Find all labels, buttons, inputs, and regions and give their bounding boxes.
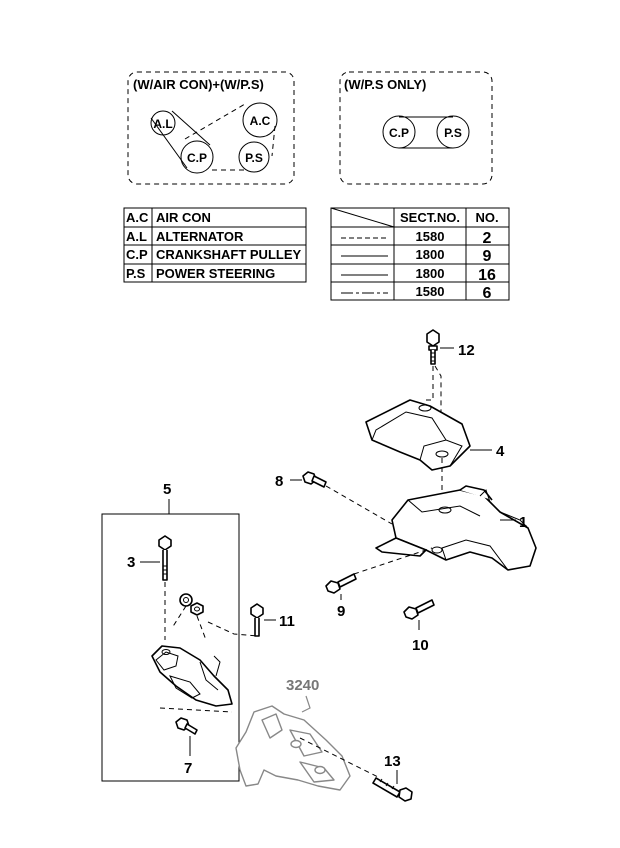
belt-segment	[184, 103, 246, 140]
belt-diagram-frame	[127, 71, 295, 185]
bolt-8-icon	[302, 471, 327, 488]
callout-13: 13	[384, 753, 401, 770]
legend-name: CRANKSHAFT PULLEY	[156, 247, 301, 262]
callout-12: 12	[458, 342, 475, 359]
callout-1: 1	[519, 514, 527, 531]
table-header: SECT.NO.	[400, 210, 460, 225]
engine-mount-bracket-1-icon	[375, 485, 537, 571]
pulley-circle	[382, 115, 416, 149]
belt-diagram-frame	[339, 71, 493, 185]
callout-4: 4	[496, 443, 505, 460]
legend-code: A.C	[126, 210, 149, 225]
callout-3: 3	[127, 554, 135, 571]
callout-9: 9	[337, 603, 345, 620]
callout-7: 7	[184, 760, 192, 777]
sub-assembly-frame	[101, 513, 240, 782]
section-number: 1800	[416, 266, 445, 281]
figure-number: 9	[483, 248, 492, 265]
figure-number: 6	[483, 285, 492, 302]
callout-11: 11	[279, 613, 295, 630]
bolt-13-icon	[372, 777, 413, 802]
pulley-label: A.L	[153, 117, 172, 131]
figure-number: 2	[483, 230, 492, 247]
pulley-circle	[180, 140, 214, 174]
callout-8: 8	[275, 473, 283, 490]
legend-code: A.L	[126, 229, 147, 244]
callout-5: 5	[163, 481, 171, 498]
nut-icon	[190, 602, 204, 616]
pulley-label: A.C	[250, 114, 271, 128]
belt-diagram-ps-only: (W/P.S ONLY) C.P P.S	[339, 71, 493, 185]
belt-segment	[171, 110, 211, 146]
section-number: 1800	[416, 247, 445, 262]
legend-name: ALTERNATOR	[156, 229, 244, 244]
bolt-10-icon	[403, 599, 435, 620]
belt-diagram-aircon-ps: (W/AIR CON)+(W/P.S) A.L A.C C.P P.S	[127, 71, 295, 185]
pulley-circle	[238, 141, 270, 173]
legend-code: P.S	[126, 266, 146, 281]
bolt-12-icon	[426, 329, 440, 365]
pulley-circle	[436, 115, 470, 149]
washer-icon	[179, 593, 193, 607]
section-number: 1580	[416, 229, 445, 244]
reference-section-label: 3240	[286, 677, 319, 694]
bolt-3-icon	[158, 535, 172, 581]
callout-10: 10	[412, 637, 429, 654]
bolt-7-icon	[175, 717, 198, 735]
table-header: NO.	[475, 210, 498, 225]
section-number: 1580	[416, 284, 445, 299]
legend-name: AIR CON	[156, 210, 211, 225]
pulley-label: C.P	[187, 151, 207, 165]
pulley-label: P.S	[444, 126, 462, 140]
abbreviation-legend-table: A.C AIR CON A.L ALTERNATOR C.P CRANKSHAF…	[123, 207, 307, 283]
belt-diagram-title: (W/P.S ONLY)	[344, 77, 426, 92]
tensioner-bracket-icon	[151, 645, 233, 707]
belt-diagram-title: (W/AIR CON)+(W/P.S)	[133, 77, 264, 92]
bolt-11-icon	[250, 603, 264, 637]
header-diagonal	[330, 207, 395, 228]
pulley-circle	[242, 102, 278, 138]
bracket-4-icon	[365, 399, 471, 471]
figure-number: 16	[478, 267, 496, 284]
engine-bracket-reference-icon	[235, 705, 351, 791]
section-reference-table: SECT.NO. NO. 1580 2 1800 9 1800 16 1580 …	[330, 207, 510, 302]
pulley-circle	[150, 110, 176, 136]
pulley-label: P.S	[245, 151, 263, 165]
bolt-9-icon	[325, 573, 357, 594]
legend-code: C.P	[126, 247, 148, 262]
legend-name: POWER STEERING	[156, 266, 275, 281]
pulley-label: C.P	[389, 126, 409, 140]
